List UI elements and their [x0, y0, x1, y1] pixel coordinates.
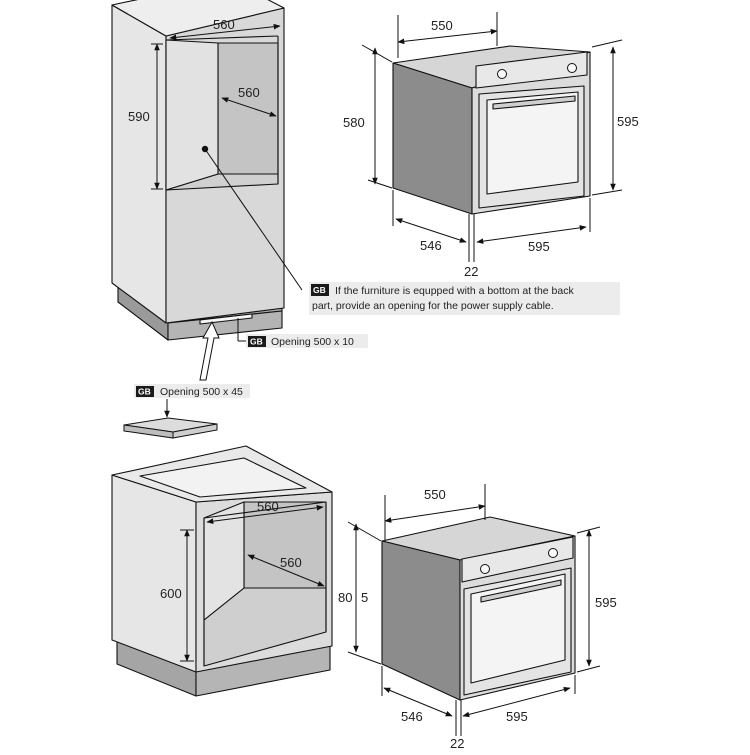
oven-knob-icon — [480, 564, 490, 574]
bottom-opening-label: Opening 500 x 45 — [160, 386, 243, 398]
bottom-oven-front-width-label: 595 — [506, 709, 528, 724]
bottom-cabinet — [111, 445, 333, 697]
top-cabinet-depth-label: 560 — [238, 85, 260, 100]
bottom-oven-handle — [480, 579, 562, 603]
top-oven-panel-depth-label: 22 — [464, 264, 478, 279]
bottom-oven — [381, 516, 576, 701]
gb-tag — [311, 284, 329, 296]
top-oven-front-width-label: 595 — [528, 239, 550, 254]
bottom-opening-note: GB Opening 500 x 45 — [134, 384, 250, 398]
top-cabinet-niche-back — [217, 42, 279, 175]
bottom-cabinet-depth-label: 560 — [280, 555, 302, 570]
power-cable-note: GB If the furniture is equpped with a bo… — [309, 282, 620, 315]
note-background — [309, 282, 620, 315]
power-cable-note-line2: part, provide an opening for the power s… — [312, 300, 554, 312]
gb-tag-label: GB — [250, 337, 263, 347]
bottom-oven-height-label-a: 80 — [338, 590, 352, 605]
oven-knob-icon — [497, 69, 507, 79]
top-cabinet-height-label: 590 — [128, 109, 150, 124]
back-opening-label: Opening 500 x 10 — [271, 336, 354, 348]
bottom-oven-window — [470, 573, 566, 684]
bottom-cabinet-height-label: 600 — [160, 586, 182, 601]
top-cabinet — [111, 0, 285, 341]
bottom-oven-dimensions — [347, 484, 601, 736]
bottom-oven-panel-depth-label: 22 — [450, 736, 464, 750]
bottom-oven-body-side — [381, 540, 461, 701]
leader-line — [204, 148, 303, 291]
bottom-cabinet-width-label: 560 — [257, 499, 279, 514]
back-opening-note: GB Opening 500 x 10 — [246, 334, 368, 348]
top-oven-depth-label: 546 — [420, 238, 442, 253]
bottom-cabinet-front — [111, 474, 197, 673]
oven-knob-icon — [567, 63, 577, 73]
bottom-cabinet-dimensions — [180, 505, 325, 662]
note-background — [246, 334, 368, 348]
gb-tag-label: GB — [138, 387, 151, 397]
top-cabinet-niche-side — [165, 39, 219, 191]
gb-tag — [248, 336, 266, 347]
bottom-oven-control-panel — [461, 536, 574, 583]
bottom-oven-total-height-label: 595 — [595, 595, 617, 610]
base-board — [123, 417, 218, 439]
top-oven-body-side — [392, 62, 473, 215]
top-cabinet-front — [111, 4, 167, 324]
top-oven-window — [486, 91, 579, 195]
top-oven-height-label: 580 — [343, 115, 365, 130]
top-oven-control-panel — [475, 51, 588, 89]
top-oven-width-label: 550 — [431, 18, 453, 33]
bottom-oven-width-label: 550 — [424, 487, 446, 502]
top-cabinet-dimensions — [151, 23, 281, 190]
cooktop-glass — [139, 457, 307, 498]
top-cabinet-top — [111, 0, 285, 37]
top-oven — [392, 45, 591, 215]
top-oven-handle — [492, 95, 576, 110]
top-cabinet-width-label: 560 — [213, 17, 235, 32]
top-oven-dimensions — [361, 12, 623, 262]
bottom-cabinet-niche-back — [243, 501, 327, 589]
gb-tag — [136, 386, 154, 397]
oven-knob-icon — [548, 548, 558, 558]
note-background — [134, 384, 250, 398]
top-oven-total-height-label: 595 — [617, 114, 639, 129]
bottom-oven-depth-label: 546 — [401, 709, 423, 724]
power-cable-note-line1: If the furniture is equpped with a botto… — [335, 285, 574, 297]
bottom-oven-height-label-b: 5 — [361, 590, 368, 605]
bottom-opening-slot — [199, 313, 253, 325]
gb-tag-label: GB — [313, 285, 326, 295]
arrow-icon — [199, 320, 220, 381]
